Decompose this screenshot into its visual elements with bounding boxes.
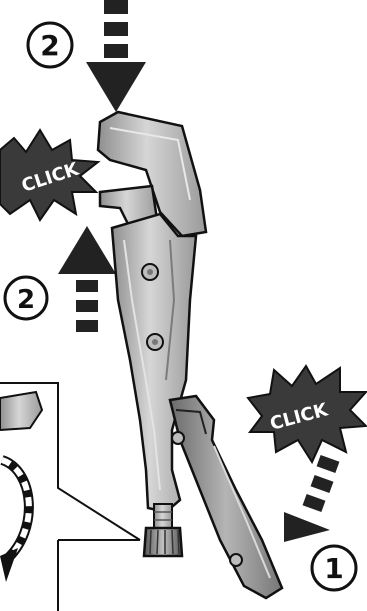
detail-inset (0, 383, 140, 611)
step-number-bottom-right: 1 (324, 552, 343, 585)
down-arrow-top (86, 0, 146, 112)
step-badge-mid: 2 (5, 277, 47, 319)
step-number-mid: 2 (17, 285, 35, 315)
step-badge-bottom-right: 1 (312, 546, 356, 590)
diagonal-arrow-right (284, 455, 339, 542)
up-arrow-mid (58, 226, 116, 332)
click-burst-top-left: CLICK (0, 130, 98, 220)
upper-handle (112, 214, 196, 512)
rivet-middle (147, 334, 163, 350)
rivet-upper (142, 264, 158, 280)
rivet-handle-end (230, 554, 242, 566)
rivet-lever (172, 432, 184, 444)
click-burst-right: CLICK (248, 366, 366, 462)
step-number-top: 2 (40, 29, 59, 62)
adjustment-knob (144, 528, 182, 556)
adjustment-screw (154, 504, 172, 528)
step-badge-top: 2 (28, 23, 72, 67)
